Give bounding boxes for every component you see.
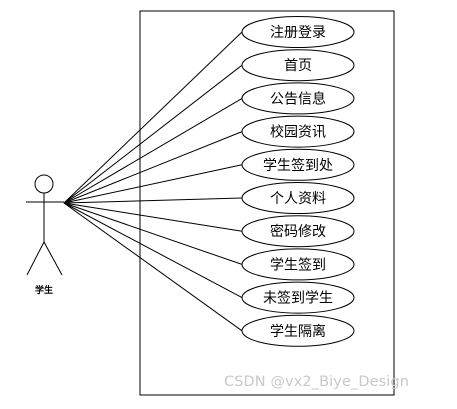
actor-left-leg xyxy=(26,241,45,276)
use-case-3-label: 公告信息 xyxy=(270,90,326,107)
use-case-8-label: 学生签到 xyxy=(270,256,326,273)
association-line-6 xyxy=(63,197,243,204)
use-case-2-label: 首页 xyxy=(284,58,312,74)
use-case-1: 注册登录 xyxy=(241,16,355,48)
system-boundary xyxy=(139,10,395,396)
association-line-2 xyxy=(63,64,243,204)
use-case-4: 校园资讯 xyxy=(241,115,355,148)
use-case-6-label: 个人资料 xyxy=(270,191,326,207)
use-case-8-ellipse xyxy=(241,248,355,281)
association-line-1 xyxy=(63,31,243,204)
use-case-3: 公告信息 xyxy=(241,82,355,115)
use-case-4-label: 校园资讯 xyxy=(270,124,326,141)
association-line-4 xyxy=(63,131,243,204)
use-case-9-ellipse xyxy=(241,281,355,314)
use-case-10-ellipse xyxy=(241,314,355,347)
use-case-6: 个人资料 xyxy=(241,182,355,214)
use-case-1-ellipse xyxy=(241,16,355,48)
use-case-7-ellipse xyxy=(241,215,355,248)
association-lines xyxy=(63,31,243,332)
actor-label: 学生 xyxy=(35,284,53,296)
actor-right-leg xyxy=(43,241,63,276)
association-line-9 xyxy=(63,202,243,299)
use-case-4-ellipse xyxy=(241,115,355,148)
actor-figure: 学生 xyxy=(26,174,64,296)
use-case-5-ellipse xyxy=(241,148,355,181)
actor-head xyxy=(34,174,54,194)
association-line-8 xyxy=(63,202,243,265)
use-case-3-ellipse xyxy=(241,82,355,115)
use-case-5-label: 学生签到处 xyxy=(263,157,333,174)
association-line-3 xyxy=(63,97,243,204)
use-case-9: 未签到学生 xyxy=(241,281,355,314)
use-case-1-label: 注册登录 xyxy=(270,25,326,41)
use-case-2: 首页 xyxy=(241,49,355,82)
use-case-9-label: 未签到学生 xyxy=(263,290,333,307)
use-case-2-ellipse xyxy=(241,49,355,82)
association-line-10 xyxy=(63,202,243,332)
use-case-10: 学生隔离 xyxy=(241,314,355,347)
use-case-5: 学生签到处 xyxy=(241,148,355,181)
watermark: CSDN @vx2_Biye_Design xyxy=(224,374,409,390)
use-case-7: 密码修改 xyxy=(241,215,355,248)
use-case-6-ellipse xyxy=(241,182,355,214)
association-line-5 xyxy=(63,164,243,204)
use-case-10-label: 学生隔离 xyxy=(270,323,326,340)
association-line-7 xyxy=(63,202,243,232)
use-case-8: 学生签到 xyxy=(241,248,355,281)
use-case-7-label: 密码修改 xyxy=(270,223,326,240)
